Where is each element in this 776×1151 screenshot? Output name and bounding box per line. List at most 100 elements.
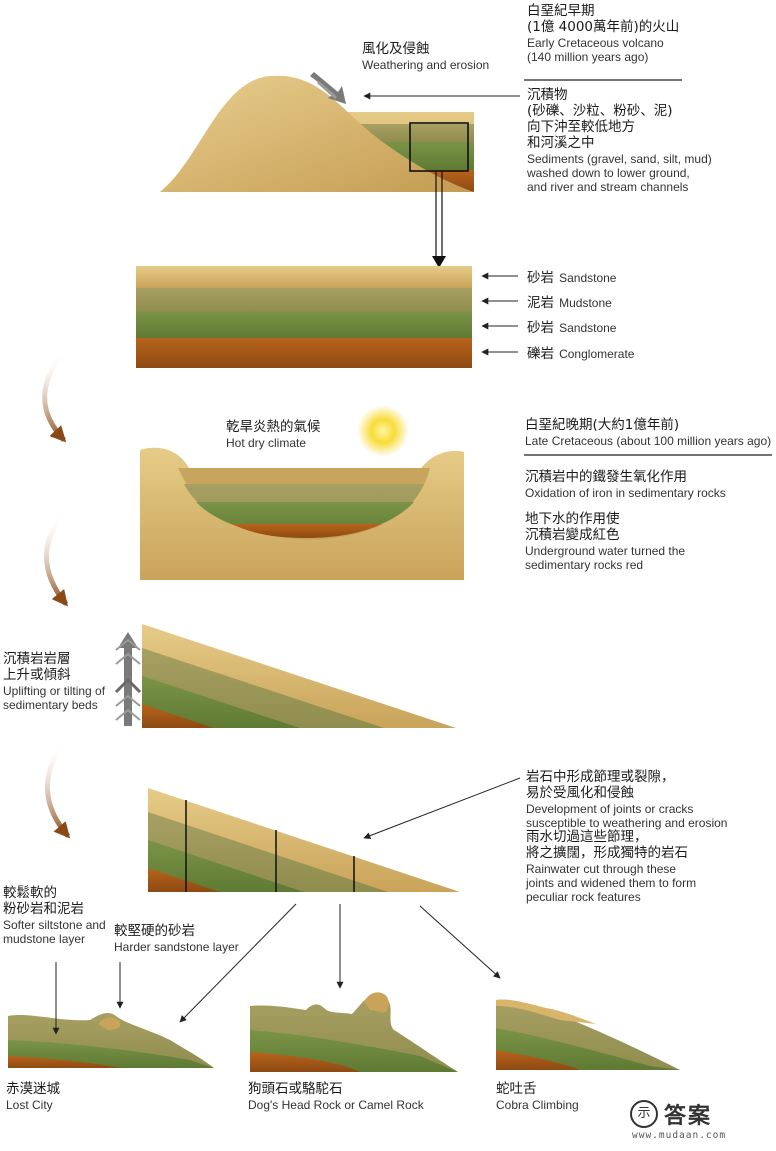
oxidation-zh: 沉積岩中的鐵發生氧化作用 — [525, 469, 687, 485]
layer-block-panel — [136, 266, 518, 368]
groundwater-en-line: sedimentary rocks red — [525, 558, 644, 572]
volcano-subtitle-zh: (1億 4000萬年前)的火山 — [527, 18, 680, 35]
groundwater-en-line: Underground water turned the — [525, 543, 686, 558]
groundwater-zh-line: 地下水的作用使 — [525, 511, 620, 527]
layer-label-zh: 砂岩 — [527, 320, 554, 336]
harder-en: Harder sandstone layer — [114, 939, 239, 954]
layer-sandstone-top — [136, 266, 472, 288]
joints-label: 岩石中形成節理或裂隙， 易於受風化和侵蝕 Development of join… — [526, 769, 728, 905]
sediments-zh-line: 向下沖至較低地方 — [527, 118, 635, 135]
sediments-zh-line: (砂礫、沙粒、粉砂、泥) — [527, 102, 673, 119]
late-title-en: Late Cretaceous (about 100 million years… — [525, 433, 772, 448]
late-title-zh: 白堊紀晚期(大約1億年前) — [525, 417, 680, 433]
climate-en: Hot dry climate — [226, 435, 307, 450]
step-arrow-icon — [44, 510, 69, 607]
volcano-label: 白堊紀早期 (1億 4000萬年前)的火山 Early Cretaceous v… — [527, 3, 680, 64]
uplift-zh-line: 上升或傾斜 — [3, 666, 71, 683]
softer-layer-label: 較鬆軟的 粉砂岩和泥岩 Softer siltstone and mudston… — [3, 885, 106, 946]
volcano-hill — [160, 75, 474, 192]
weathering-arrows-icon — [310, 72, 346, 104]
climate-label: 乾旱炎熱的氣候 Hot dry climate — [226, 419, 321, 450]
layer-label-en: Mudstone — [559, 296, 612, 310]
softer-zh-line: 粉砂岩和泥岩 — [3, 900, 84, 917]
feature-en: Dog's Head Rock or Camel Rock — [248, 1097, 424, 1112]
groundwater-label: 地下水的作用使 沉積岩變成紅色 Underground water turned… — [525, 511, 686, 572]
feature-zh: 赤漠迷城 — [6, 1081, 60, 1097]
layer-label-sandstone-top: 砂岩 Sandstone — [527, 268, 616, 287]
feature-en: Lost City — [6, 1097, 53, 1112]
zoom-box — [409, 122, 469, 172]
uplift-arrows-icon — [114, 632, 142, 726]
tilted-panel — [114, 624, 456, 728]
basin-layer-conglomerate — [232, 524, 382, 538]
lost-city-illustration — [8, 962, 214, 1068]
late-cretaceous-label: 白堊紀晚期(大約1億年前) Late Cretaceous (about 100… — [525, 417, 772, 448]
watermark-logo: 示 答案 www.mudaan.com — [630, 1098, 760, 1146]
harder-layer-label: 較堅硬的砂岩 Harder sandstone layer — [114, 923, 239, 954]
layer-mudstone — [136, 288, 472, 312]
weathering-en: Weathering and erosion — [362, 57, 490, 72]
groundwater-zh-line: 沉積岩變成紅色 — [525, 526, 620, 543]
layer-label-sandstone: 砂岩 Sandstone — [527, 318, 616, 337]
layer-label-mudstone: 泥岩 Mudstone — [527, 293, 612, 312]
dogs-head-rock-illustration — [250, 992, 458, 1072]
rainwater-en-line: joints and widened them to form — [526, 876, 697, 891]
uplift-label: 沉積岩岩層 上升或傾斜 Uplifting or tilting of sedi… — [3, 651, 106, 712]
harder-zh: 較堅硬的砂岩 — [114, 923, 195, 939]
logo-url: www.mudaan.com — [632, 1130, 727, 1141]
rainwater-en-line: peculiar rock features — [526, 890, 641, 905]
step-arrow-icon — [42, 348, 68, 443]
basin-panel — [140, 405, 772, 580]
layer-label-en: Sandstone — [559, 271, 617, 285]
sediments-label: 沉積物 (砂礫、沙粒、粉砂、泥) 向下沖至較低地方 和河溪之中 Sediment… — [527, 87, 712, 194]
weathering-label: 風化及侵蝕 Weathering and erosion — [362, 41, 490, 72]
joints-zh-line: 岩石中形成節理或裂隙， — [526, 769, 675, 785]
cobra-climbing-illustration — [496, 999, 680, 1070]
climate-zh: 乾旱炎熱的氣候 — [226, 419, 321, 435]
oxidation-en: Oxidation of iron in sedimentary rocks — [525, 485, 726, 500]
sediments-en-line: and river and stream channels — [527, 180, 689, 194]
layer-sandstone — [136, 312, 472, 338]
softer-en-line: Softer siltstone and — [3, 917, 106, 932]
layer-label-zh: 砂岩 — [527, 270, 554, 286]
layer-conglomerate — [136, 338, 472, 368]
feature-cobra-climbing: 蛇吐舌 Cobra Climbing — [496, 1081, 579, 1112]
rainwater-zh-line: 雨水切過這些節理， — [526, 829, 648, 846]
volcano-panel — [160, 72, 682, 268]
softer-en-line: mudstone layer — [3, 932, 86, 946]
sediments-zh-line: 和河溪之中 — [527, 134, 595, 151]
softer-zh-line: 較鬆軟的 — [3, 885, 57, 901]
joints-zh-line: 易於受風化和侵蝕 — [526, 784, 634, 801]
logo-mark-icon: 示 — [630, 1100, 658, 1128]
zoom-arrow-icon — [432, 256, 446, 268]
feature-zh: 狗頭石或駱駝石 — [248, 1081, 343, 1097]
layer-label-zh: 礫岩 — [527, 346, 554, 362]
oxidation-label: 沉積岩中的鐵發生氧化作用 Oxidation of iron in sedime… — [525, 469, 726, 500]
sediments-en-line: Sediments (gravel, sand, silt, mud) — [527, 151, 712, 166]
joints-en-line: Development of joints or cracks — [526, 801, 694, 816]
layer-label-en: Sandstone — [559, 321, 617, 335]
feature-lost-city: 赤漠迷城 Lost City — [6, 1081, 60, 1112]
rainwater-en-line: Rainwater cut through these — [526, 862, 677, 876]
volcano-title-en: Early Cretaceous volcano — [527, 35, 664, 50]
layer-label-en: Conglomerate — [559, 347, 635, 361]
volcano-title-zh: 白堊紀早期 — [527, 3, 595, 19]
layer-label-conglomerate: 礫岩 Conglomerate — [527, 344, 634, 363]
sediments-en-line: washed down to lower ground, — [527, 165, 690, 180]
feature-en: Cobra Climbing — [496, 1097, 579, 1112]
uplift-zh-line: 沉積岩岩層 — [3, 651, 71, 667]
joints-en-line: susceptible to weathering and erosion — [526, 816, 728, 830]
uplift-en-line: sedimentary beds — [3, 698, 98, 712]
joints-panel — [148, 777, 521, 1023]
rainwater-zh-line: 將之擴闊，形成獨特的岩石 — [526, 845, 688, 862]
feature-zh: 蛇吐舌 — [496, 1081, 537, 1097]
uplift-en-line: Uplifting or tilting of — [3, 683, 106, 698]
step-arrow-icon — [45, 738, 71, 839]
volcano-subtitle-en: (140 million years ago) — [527, 50, 649, 64]
sediments-zh-line: 沉積物 — [527, 87, 568, 103]
logo-word: 答案 — [664, 1104, 713, 1129]
weathering-zh: 風化及侵蝕 — [362, 41, 430, 57]
layer-label-zh: 泥岩 — [527, 295, 554, 311]
sun-icon — [357, 405, 409, 457]
